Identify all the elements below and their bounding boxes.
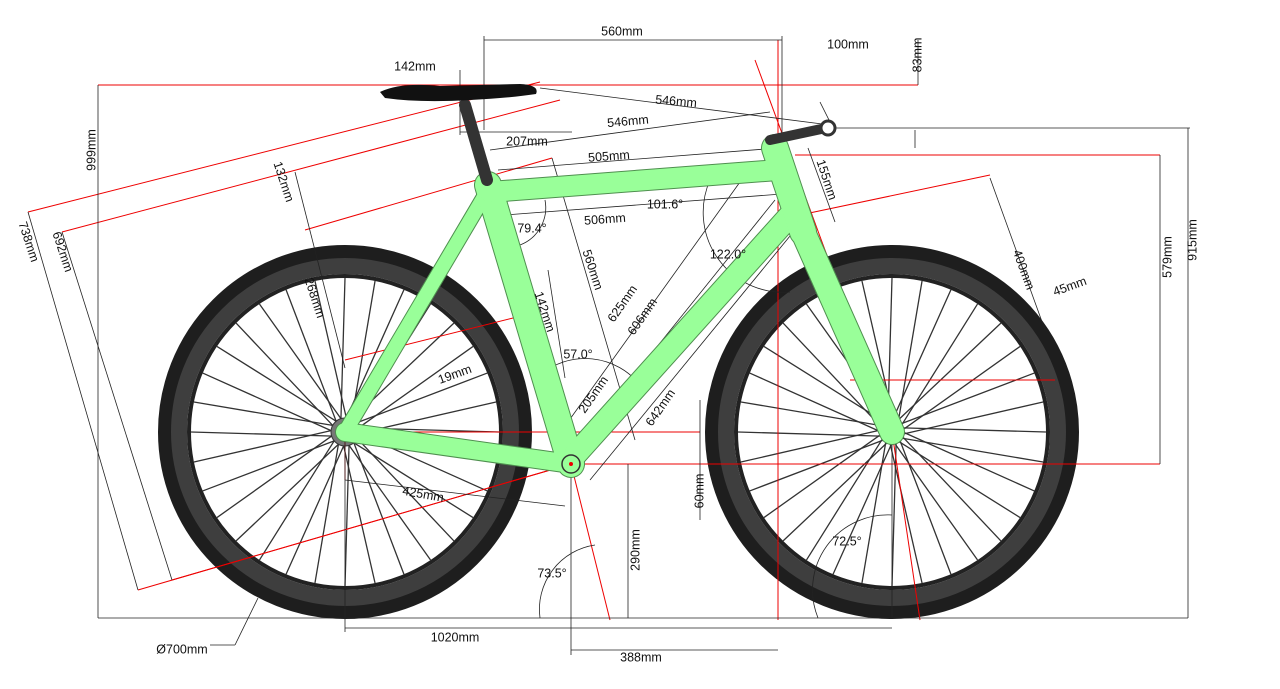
dim-label: 915mm — [1185, 219, 1199, 261]
angle-label: 122.0° — [710, 247, 746, 261]
dim-label: 207mm — [506, 134, 548, 148]
spoke — [782, 442, 888, 542]
dim-label: 60mm — [692, 474, 706, 509]
dim-label: 642mm — [643, 387, 678, 429]
chain-stay — [336, 423, 580, 473]
spoke — [353, 372, 488, 425]
spoke — [749, 372, 881, 433]
spoke — [202, 439, 337, 492]
spoke — [352, 440, 405, 575]
wheel-diameter-label: Ø700mm — [156, 642, 207, 656]
dim-label: 999mm — [84, 129, 98, 171]
spoke — [202, 372, 334, 433]
dim-label: 45mm — [1051, 274, 1088, 299]
spoke — [340, 277, 346, 421]
handlebar — [819, 119, 837, 137]
spoke — [235, 442, 341, 542]
angle-label: 101.6° — [647, 197, 683, 211]
seat-post — [459, 99, 493, 186]
dim-label: 83mm — [910, 38, 924, 73]
top-tube — [480, 160, 788, 202]
fork — [791, 220, 904, 444]
dim-label: 400mm — [1010, 248, 1037, 292]
angle-label: 79.4° — [517, 221, 546, 235]
seat-tube — [475, 172, 584, 477]
spoke — [355, 436, 455, 542]
stem — [765, 123, 831, 145]
down-tube — [564, 199, 806, 466]
angle-label: 73.5° — [537, 566, 566, 580]
dim-label: 132mm — [271, 160, 297, 204]
spoke — [832, 443, 893, 575]
spoke — [235, 322, 335, 428]
dim-label: 692mm — [50, 230, 76, 274]
dim-label: 506mm — [584, 211, 627, 228]
dim-label: 579mm — [1160, 236, 1174, 278]
dim-label: 546mm — [607, 113, 650, 131]
spoke — [903, 401, 1044, 435]
spoke — [190, 431, 334, 437]
dim-label: 560mm — [580, 248, 606, 292]
spoke — [899, 440, 952, 575]
spoke — [782, 322, 882, 428]
spoke — [344, 443, 350, 587]
dim-label: 290mm — [628, 529, 642, 571]
dim-label: 738mm — [16, 220, 42, 264]
dim-label: 425mm — [401, 484, 444, 505]
angle-label: 57.0° — [563, 347, 592, 361]
dim-label: 546mm — [655, 93, 698, 111]
spoke — [900, 372, 1035, 425]
spoke — [903, 431, 1035, 492]
dim-label: 505mm — [588, 148, 631, 165]
dim-label: 560mm — [601, 24, 643, 38]
spoke — [896, 322, 1002, 422]
dim-label: 155mm — [814, 158, 840, 202]
spoke — [749, 439, 884, 492]
dim-label: 100mm — [827, 37, 869, 51]
seat-stay — [338, 188, 492, 439]
dim-label: 142mm — [394, 59, 436, 73]
spoke — [737, 431, 881, 437]
dim-label: 268mm — [302, 276, 328, 320]
spoke — [891, 443, 897, 587]
spoke — [285, 443, 346, 575]
dimension-lines — [27, 36, 1190, 655]
spoke — [902, 436, 1002, 542]
angle-label: 72.5° — [832, 534, 861, 548]
spoke — [344, 289, 405, 421]
head-tube — [762, 135, 816, 245]
wheelbase-label: 1020mm — [431, 630, 480, 644]
spoke — [891, 289, 952, 421]
spoke — [285, 289, 338, 424]
crank-spindle — [569, 462, 573, 466]
dim-label: 19mm — [436, 362, 473, 387]
reach-label: 388mm — [620, 650, 662, 664]
bike-frame — [335, 84, 905, 478]
saddle — [380, 84, 537, 102]
